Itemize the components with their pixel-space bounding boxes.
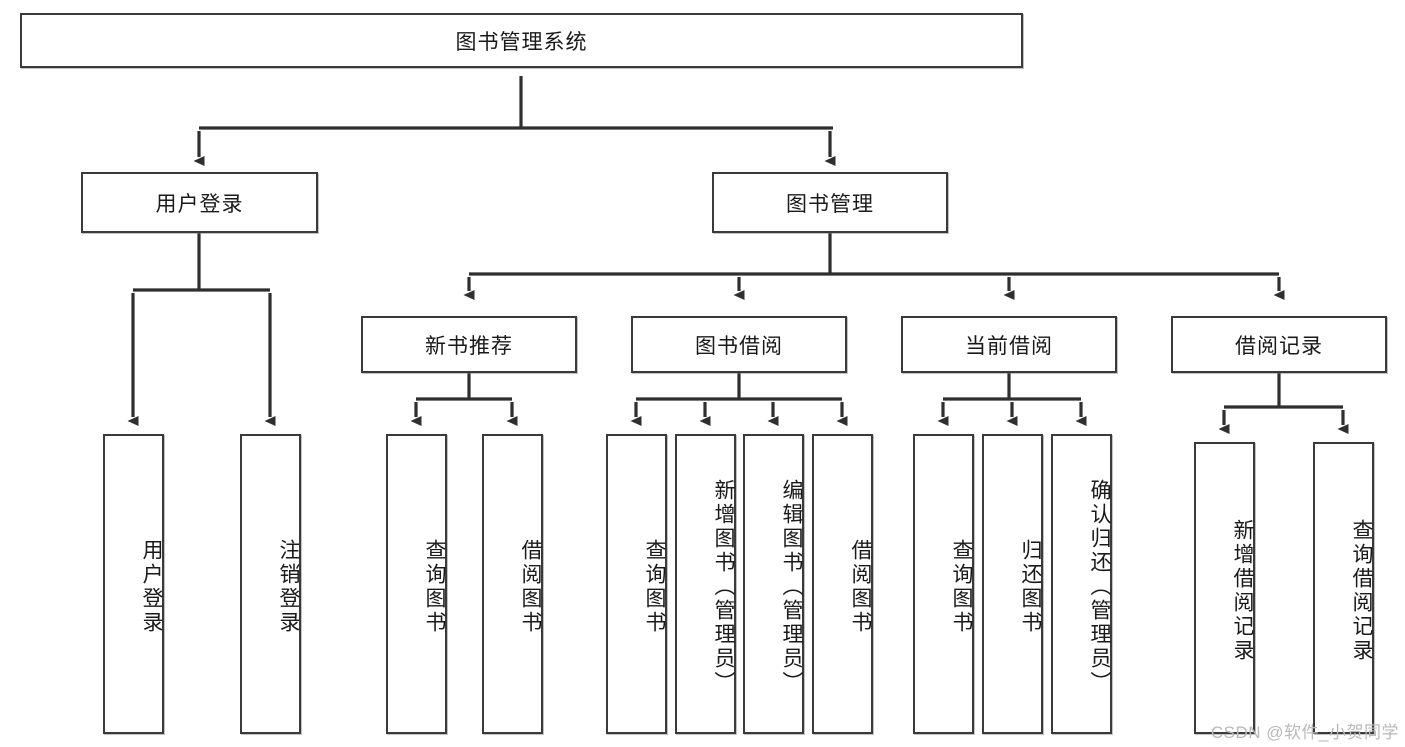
node-user-login[interactable]: 用户登录 bbox=[81, 172, 318, 233]
node-borrow-record[interactable]: 借阅记录 bbox=[1171, 316, 1387, 373]
node-leaf-add-book-label: 新增图书（管理员） bbox=[712, 479, 735, 695]
watermark: CSDN @软件_小贺同学 bbox=[1210, 723, 1399, 742]
node-leaf-query-book-2[interactable]: 查询图书 bbox=[606, 434, 667, 734]
node-leaf-query-book-1-label: 查询图书 bbox=[423, 539, 446, 635]
node-leaf-confirm-return-label: 确认归还（管理员） bbox=[1088, 479, 1111, 695]
node-leaf-logout[interactable]: 注销登录 bbox=[240, 434, 301, 734]
node-leaf-logout-label: 注销登录 bbox=[277, 539, 300, 635]
node-book-manage[interactable]: 图书管理 bbox=[712, 172, 948, 233]
node-leaf-query-book-1[interactable]: 查询图书 bbox=[386, 434, 447, 734]
node-leaf-borrow-book-2-label: 借阅图书 bbox=[849, 539, 872, 635]
node-book-manage-label: 图书管理 bbox=[786, 192, 874, 216]
node-leaf-query-record-label: 查询借阅记录 bbox=[1350, 519, 1373, 663]
node-leaf-query-book-3[interactable]: 查询图书 bbox=[913, 434, 974, 734]
node-leaf-return-book-label: 归还图书 bbox=[1019, 539, 1042, 635]
node-leaf-return-book[interactable]: 归还图书 bbox=[982, 434, 1043, 734]
node-leaf-add-book[interactable]: 新增图书（管理员） bbox=[675, 434, 736, 734]
node-leaf-user-login-label: 用户登录 bbox=[140, 539, 163, 635]
node-leaf-edit-book-label: 编辑图书（管理员） bbox=[780, 479, 803, 695]
node-book-borrow[interactable]: 图书借阅 bbox=[631, 316, 847, 373]
node-leaf-borrow-book-2[interactable]: 借阅图书 bbox=[812, 434, 873, 734]
node-leaf-borrow-book-1-label: 借阅图书 bbox=[519, 539, 542, 635]
node-current-borrow[interactable]: 当前借阅 bbox=[901, 316, 1117, 373]
node-leaf-query-record[interactable]: 查询借阅记录 bbox=[1313, 442, 1374, 734]
node-new-book-rec[interactable]: 新书推荐 bbox=[361, 316, 577, 373]
node-leaf-query-book-2-label: 查询图书 bbox=[643, 539, 666, 635]
node-leaf-confirm-return[interactable]: 确认归还（管理员） bbox=[1051, 434, 1112, 734]
node-leaf-borrow-book-1[interactable]: 借阅图书 bbox=[482, 434, 543, 734]
node-leaf-user-login[interactable]: 用户登录 bbox=[103, 434, 164, 734]
node-root[interactable]: 图书管理系统 bbox=[20, 13, 1023, 68]
node-user-login-label: 用户登录 bbox=[155, 192, 244, 216]
node-leaf-edit-book[interactable]: 编辑图书（管理员） bbox=[743, 434, 804, 734]
node-borrow-record-label: 借阅记录 bbox=[1235, 334, 1323, 358]
node-leaf-add-record-label: 新增借阅记录 bbox=[1231, 519, 1254, 663]
node-book-borrow-label: 图书借阅 bbox=[695, 334, 783, 358]
node-leaf-add-record[interactable]: 新增借阅记录 bbox=[1194, 442, 1255, 734]
node-current-borrow-label: 当前借阅 bbox=[965, 334, 1053, 358]
node-new-book-rec-label: 新书推荐 bbox=[425, 334, 513, 358]
node-leaf-query-book-3-label: 查询图书 bbox=[950, 539, 973, 635]
node-root-label: 图书管理系统 bbox=[455, 30, 588, 54]
